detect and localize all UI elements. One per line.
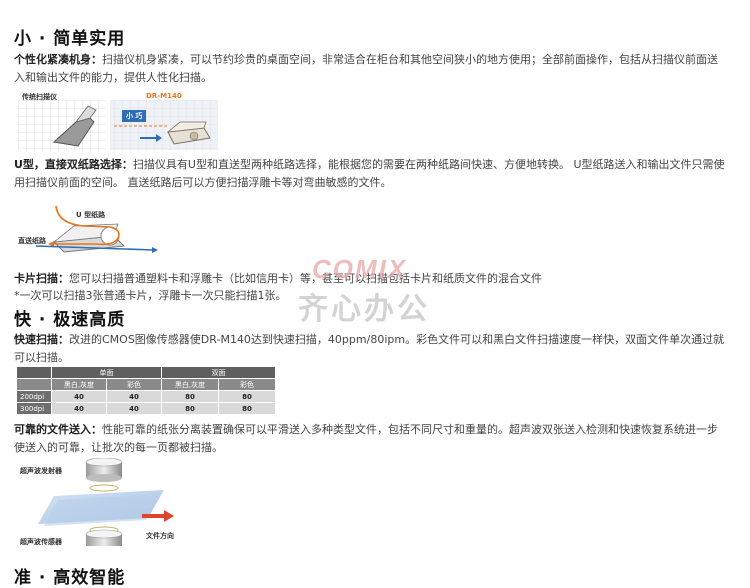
u-path-text: 扫描仪具有U型和直送型两种纸路选择，能根据您的需要在两种纸路间快速、方便地转换。… bbox=[14, 158, 725, 189]
u-path-paragraph: U型，直接双纸路选择：扫描仪具有U型和直送型两种纸路选择，能根据您的需要在两种纸… bbox=[14, 156, 726, 192]
table-row-label: 300dpi bbox=[16, 402, 52, 415]
comix-watermark-logo: COMIX bbox=[312, 254, 408, 284]
table-header-simplex: 单面 bbox=[51, 366, 162, 379]
compact-comparison-figure: 传统扫描仪 DR-M140 小 巧 bbox=[18, 92, 218, 154]
direction-label: 文件方向 bbox=[146, 532, 174, 540]
u-path-label: U型，直接双纸路选择： bbox=[14, 158, 133, 171]
speed-spec-table-wrap: 单面 双面 黑白,灰度 彩色 黑白,灰度 彩色 200dpi 40 40 80 … bbox=[16, 366, 276, 415]
table-subheader: 彩色 bbox=[218, 378, 276, 391]
table-cell: 80 bbox=[161, 390, 219, 403]
table-cell: 40 bbox=[106, 402, 162, 415]
table-row: 300dpi 40 40 80 80 bbox=[16, 402, 276, 415]
table-subheader: 黑白,灰度 bbox=[161, 378, 219, 391]
table-subheader: 黑白,灰度 bbox=[51, 378, 107, 391]
table-row-label: 200dpi bbox=[16, 390, 52, 403]
emitter-label: 超声波发射器 bbox=[20, 467, 62, 475]
fast-scan-paragraph: 快速扫描：改进的CMOS图像传感器使DR-M140达到快速扫描，40ppm/80… bbox=[14, 331, 726, 367]
table-cell: 40 bbox=[51, 390, 107, 403]
reliable-feed-paragraph: 可靠的文件送入：性能可靠的纸张分离装置确保可以平滑送入多种类型文件，包括不同尺寸… bbox=[14, 421, 726, 457]
table-cell: 40 bbox=[106, 390, 162, 403]
straight-path-figure-label: 直送纸路 bbox=[18, 237, 46, 245]
compact-badge: 小 巧 bbox=[122, 110, 147, 122]
reliable-feed-text: 性能可靠的纸张分离装置确保可以平滑送入多种类型文件，包括不同尺寸和重量的。超声波… bbox=[14, 423, 718, 454]
table-subheader: 彩色 bbox=[106, 378, 162, 391]
fast-scan-label: 快速扫描： bbox=[14, 333, 69, 346]
table-subheader-corner bbox=[16, 378, 52, 391]
speed-spec-table: 单面 双面 黑白,灰度 彩色 黑白,灰度 彩色 200dpi 40 40 80 … bbox=[16, 366, 276, 415]
u-path-figure-label: U 型纸路 bbox=[76, 211, 106, 219]
section-title-precise: 准 · 高效智能 bbox=[14, 568, 126, 588]
table-row: 200dpi 40 40 80 80 bbox=[16, 390, 276, 403]
card-scan-note: *一次可以扫描3张普通卡片，浮雕卡一次只能扫描1张。 bbox=[14, 289, 287, 302]
table-header-duplex: 双面 bbox=[161, 366, 276, 379]
section-title-fast: 快 · 极速高质 bbox=[14, 310, 126, 330]
dr-m140-label: DR-M140 bbox=[146, 92, 182, 100]
compact-body-paragraph: 个性化紧凑机身：扫描仪机身紧凑，可以节约珍贵的桌面空间，非常适合在柜台和其他空间… bbox=[14, 51, 726, 87]
traditional-scanner-label: 传统扫描仪 bbox=[22, 93, 57, 101]
sensor-label: 超声波传感器 bbox=[20, 538, 62, 546]
paper-path-figure: U 型纸路 直送纸路 bbox=[14, 196, 159, 258]
card-scan-text: 您可以扫描普通塑料卡和浮雕卡（比如信用卡）等，甚至可以扫描包括卡片和纸质文件的混… bbox=[69, 272, 542, 285]
compact-body-text: 扫描仪机身紧凑，可以节约珍贵的桌面空间，非常适合在柜台和其他空间狭小的地方使用；… bbox=[14, 53, 718, 84]
compact-body-label: 个性化紧凑机身： bbox=[14, 53, 102, 66]
card-scan-paragraph: 卡片扫描：您可以扫描普通塑料卡和浮雕卡（比如信用卡）等，甚至可以扫描包括卡片和纸… bbox=[14, 270, 726, 288]
table-corner bbox=[16, 366, 52, 379]
card-scan-label: 卡片扫描： bbox=[14, 272, 69, 285]
table-cell: 80 bbox=[218, 390, 276, 403]
ultrasonic-figure: 超声波发射器 超声波传感器 文件方向 bbox=[14, 457, 214, 550]
table-cell: 80 bbox=[161, 402, 219, 415]
table-cell: 40 bbox=[51, 402, 107, 415]
table-cell: 80 bbox=[218, 402, 276, 415]
comix-watermark-name: 齐心办公 bbox=[298, 292, 430, 327]
reliable-feed-label: 可靠的文件送入： bbox=[14, 423, 102, 436]
section-title-small: 小 · 简单实用 bbox=[14, 29, 126, 49]
fast-scan-text: 改进的CMOS图像传感器使DR-M140达到快速扫描，40ppm/80ipm。彩… bbox=[14, 333, 725, 364]
